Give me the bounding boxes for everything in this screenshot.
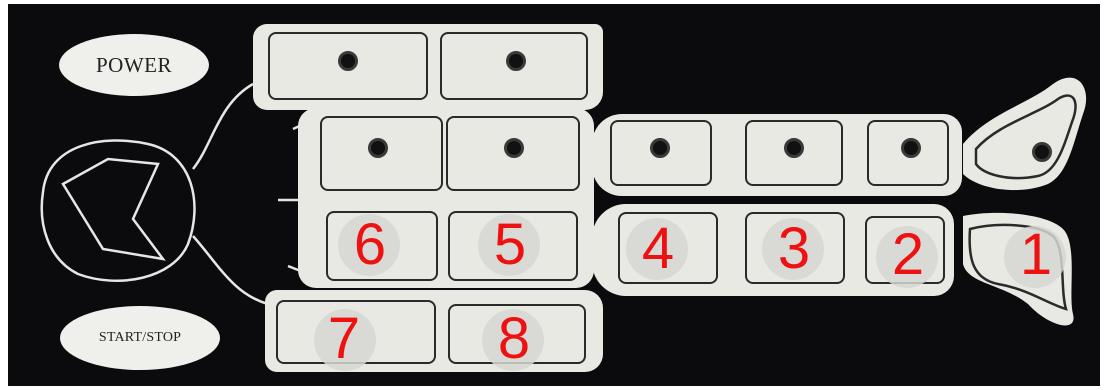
zone-6-number: 6 bbox=[340, 216, 400, 274]
start-stop-button[interactable]: START/STOP bbox=[60, 306, 220, 370]
zone-1-number: 1 bbox=[1006, 226, 1066, 284]
zone-7-number: 7 bbox=[314, 310, 374, 368]
zone-4-number: 4 bbox=[628, 220, 688, 278]
power-label: POWER bbox=[96, 53, 172, 78]
zone-8-number: 8 bbox=[484, 310, 544, 368]
foot-sensor bbox=[1032, 142, 1052, 162]
power-button[interactable]: POWER bbox=[59, 34, 209, 96]
start-stop-label: START/STOP bbox=[99, 330, 181, 346]
zone-5-number: 5 bbox=[480, 216, 540, 274]
zone-3-number: 3 bbox=[764, 220, 824, 278]
zone-2-number: 2 bbox=[878, 226, 938, 284]
control-panel: POWER START/STOP 1 2 3 4 5 6 7 8 bbox=[8, 4, 1100, 386]
